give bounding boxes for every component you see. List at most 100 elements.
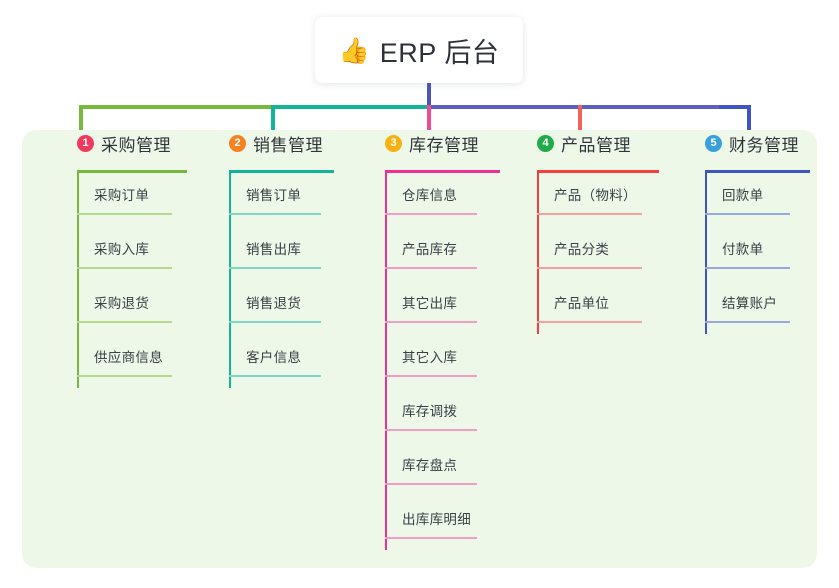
branch-title: 采购管理 bbox=[101, 135, 171, 155]
branch-number-badge: 5 bbox=[705, 134, 722, 152]
branch-item[interactable]: 产品（物料） bbox=[537, 173, 642, 227]
branch-stub-5 bbox=[747, 105, 751, 150]
page-title: ERP 后台 bbox=[379, 37, 500, 68]
branch-item-rule bbox=[705, 213, 790, 215]
branch-item-rule bbox=[385, 429, 477, 431]
branch-item-rule bbox=[537, 321, 642, 323]
branch-column-2[interactable]: 2 销售管理销售订单销售出库销售退货客户信息 bbox=[214, 130, 334, 388]
branch-item[interactable]: 库存调拨 bbox=[385, 389, 477, 443]
branch-item-rule bbox=[229, 321, 321, 323]
thumbs-up-icon: 👍 bbox=[338, 36, 370, 65]
branch-item[interactable]: 客户信息 bbox=[229, 335, 321, 389]
branch-item[interactable]: 供应商信息 bbox=[77, 335, 172, 389]
branch-item-label: 产品库存 bbox=[402, 242, 458, 257]
branch-item[interactable]: 销售出库 bbox=[229, 227, 321, 281]
branch-item-label: 销售订单 bbox=[246, 188, 302, 203]
branch-item-rule bbox=[229, 213, 321, 215]
branch-item-rule bbox=[77, 375, 172, 377]
branch-header-rule bbox=[229, 170, 334, 173]
branch-item-label: 供应商信息 bbox=[94, 350, 163, 365]
branch-column-5[interactable]: 5 财务管理回款单付款单结算账户 bbox=[690, 130, 810, 334]
branch-item-label: 产品单位 bbox=[554, 296, 610, 311]
branch-title: 财务管理 bbox=[729, 135, 799, 155]
branch-item-rule bbox=[385, 213, 477, 215]
branch-stub-3 bbox=[427, 105, 431, 150]
branch-item-label: 结算账户 bbox=[722, 296, 778, 311]
branch-item-rule bbox=[537, 213, 642, 215]
branch-spine bbox=[537, 170, 539, 334]
branch-item[interactable]: 库存盘点 bbox=[385, 443, 477, 497]
branch-title: 产品管理 bbox=[561, 135, 631, 155]
branch-item[interactable]: 仓库信息 bbox=[385, 173, 477, 227]
branch-item[interactable]: 销售订单 bbox=[229, 173, 321, 227]
branch-stub-2 bbox=[271, 105, 275, 150]
branch-header-rule bbox=[705, 170, 810, 173]
branch-number-badge: 1 bbox=[77, 134, 94, 152]
branch-item[interactable]: 采购入库 bbox=[77, 227, 172, 281]
branch-item-rule bbox=[385, 537, 477, 539]
branch-item[interactable]: 产品分类 bbox=[537, 227, 642, 281]
branch-item[interactable]: 采购订单 bbox=[77, 173, 172, 227]
branch-header-4[interactable]: 4 产品管理 bbox=[522, 130, 650, 156]
bus-segment-3 bbox=[427, 105, 751, 109]
branch-header-1[interactable]: 1 采购管理 bbox=[62, 130, 177, 156]
branch-item-rule bbox=[537, 267, 642, 269]
branch-column-3[interactable]: 3 库存管理仓库信息产品库存其它出库其它入库库存调拨库存盘点出库库明细 bbox=[370, 130, 500, 550]
branch-item-rule bbox=[229, 267, 321, 269]
branch-title: 销售管理 bbox=[253, 135, 323, 155]
root-title-card[interactable]: 👍 ERP 后台 bbox=[315, 17, 523, 83]
branch-item-rule bbox=[385, 483, 477, 485]
branch-item[interactable]: 出库库明细 bbox=[385, 497, 477, 551]
branch-header-rule bbox=[77, 170, 187, 173]
branch-item-label: 仓库信息 bbox=[402, 188, 458, 203]
branch-item-label: 产品（物料） bbox=[554, 188, 637, 203]
branch-item-label: 库存调拨 bbox=[402, 404, 458, 419]
branch-item-label: 付款单 bbox=[722, 242, 764, 257]
mindmap-panel: 1 采购管理采购订单采购入库采购退货供应商信息 2 销售管理销售订单销售出库销售退货客… bbox=[22, 130, 817, 568]
bus-segment-2 bbox=[273, 105, 445, 109]
branch-number-badge: 2 bbox=[229, 134, 246, 152]
branch-column-4[interactable]: 4 产品管理产品（物料） 产品分类产品单位 bbox=[522, 130, 659, 334]
bus-segment-1 bbox=[79, 105, 273, 109]
branch-item-rule bbox=[77, 267, 172, 269]
branch-item[interactable]: 其它入库 bbox=[385, 335, 477, 389]
branch-spine bbox=[229, 170, 231, 388]
branch-item[interactable]: 产品单位 bbox=[537, 281, 642, 335]
branch-item[interactable]: 产品库存 bbox=[385, 227, 477, 281]
branch-item-label: 库存盘点 bbox=[402, 458, 458, 473]
branch-header-3[interactable]: 3 库存管理 bbox=[370, 130, 490, 156]
branch-item-rule bbox=[705, 267, 790, 269]
branch-item[interactable]: 付款单 bbox=[705, 227, 790, 281]
branch-number-badge: 4 bbox=[537, 134, 554, 152]
branch-header-2[interactable]: 2 销售管理 bbox=[214, 130, 326, 156]
branch-item-rule bbox=[385, 375, 477, 377]
branch-item[interactable]: 其它出库 bbox=[385, 281, 477, 335]
branch-number-badge: 3 bbox=[385, 134, 402, 152]
branch-item-label: 销售出库 bbox=[246, 242, 302, 257]
branch-column-1[interactable]: 1 采购管理采购订单采购入库采购退货供应商信息 bbox=[62, 130, 187, 388]
branch-item-rule bbox=[77, 213, 172, 215]
branch-item-label: 其它出库 bbox=[402, 296, 458, 311]
branch-item-label: 出库库明细 bbox=[402, 512, 471, 527]
branch-header-5[interactable]: 5 财务管理 bbox=[690, 130, 800, 156]
branch-spine bbox=[705, 170, 707, 334]
branch-title: 库存管理 bbox=[409, 135, 479, 155]
branch-header-rule bbox=[385, 170, 500, 173]
bus-segment-4 bbox=[719, 105, 751, 109]
branch-item-label: 其它入库 bbox=[402, 350, 458, 365]
branch-stub-1 bbox=[79, 105, 83, 150]
root-stem-connector bbox=[427, 83, 431, 108]
branch-item[interactable]: 回款单 bbox=[705, 173, 790, 227]
branch-item-label: 销售退货 bbox=[246, 296, 302, 311]
branch-item[interactable]: 销售退货 bbox=[229, 281, 321, 335]
branch-item-label: 产品分类 bbox=[554, 242, 610, 257]
branch-item[interactable]: 结算账户 bbox=[705, 281, 790, 335]
branch-item-label: 采购订单 bbox=[94, 188, 150, 203]
branch-item[interactable]: 采购退货 bbox=[77, 281, 172, 335]
branch-item-rule bbox=[77, 321, 172, 323]
branch-item-label: 采购退货 bbox=[94, 296, 150, 311]
branch-item-label: 采购入库 bbox=[94, 242, 150, 257]
branch-stub-4 bbox=[578, 105, 582, 150]
branch-spine bbox=[77, 170, 79, 388]
